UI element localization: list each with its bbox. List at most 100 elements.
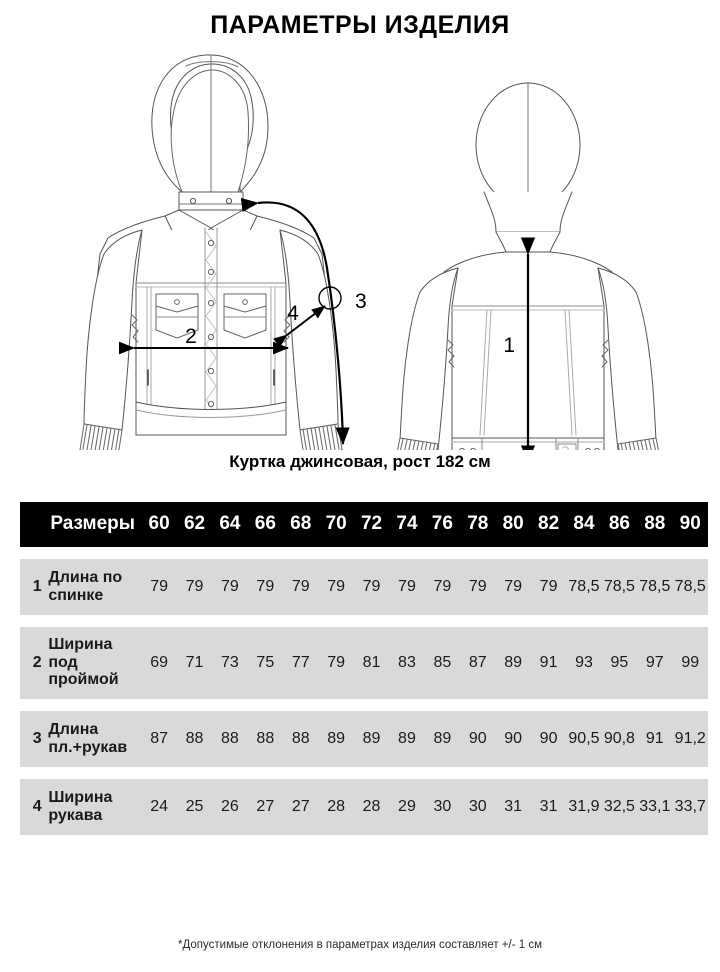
size-header-cell: 64 (212, 501, 248, 547)
row-label: Длина пл.+рукав (48, 710, 142, 767)
measurement-cell: 79 (495, 558, 531, 615)
size-table-header-row: Размеры 60 62 64 66 68 70 72 74 76 78 80… (20, 501, 708, 547)
measurement-cell: 73 (212, 626, 248, 699)
size-header-cell: 88 (637, 501, 673, 547)
row-label: Ширина под проймой (48, 626, 142, 699)
footnote-text: *Допустимые отклонения в параметрах изде… (178, 939, 542, 951)
size-table-container: Размеры 60 62 64 66 68 70 72 74 76 78 80… (20, 490, 708, 847)
measurement-cell: 79 (141, 558, 177, 615)
size-header-cell: 90 (672, 501, 708, 547)
measurement-cell: 27 (283, 778, 319, 835)
measurement-cell: 30 (460, 778, 496, 835)
measurement-cell: 29 (389, 778, 425, 835)
measurement-cell: 89 (424, 710, 461, 767)
measurement-cell: 79 (283, 558, 319, 615)
measurement-cell: 91,2 (672, 710, 708, 767)
measurement-cell: 79 (247, 558, 284, 615)
table-row: 4 Ширина рукава 24 25 26 27 27 28 28 29 … (20, 778, 708, 835)
measurement-cell: 88 (283, 710, 319, 767)
size-header-cell: 74 (389, 501, 425, 547)
measurement-cell: 26 (212, 778, 248, 835)
measurement-cell: 83 (389, 626, 425, 699)
measurement-cell: 33,7 (672, 778, 708, 835)
measurement-cell: 81 (353, 626, 390, 699)
measurement-cell: 93 (566, 626, 602, 699)
size-header-cell: 78 (460, 501, 496, 547)
measurement-cell: 90 (530, 710, 567, 767)
size-header-cell: 68 (283, 501, 319, 547)
measurement-cell: 95 (601, 626, 638, 699)
measurement-cell: 97 (637, 626, 673, 699)
measurement-cell: 27 (247, 778, 284, 835)
dimension-arrow-1: 1 (503, 237, 536, 450)
table-row: 2 Ширина под проймой 69 71 73 75 77 79 8… (20, 626, 708, 699)
measurement-cell: 87 (141, 710, 177, 767)
measurement-cell: 25 (176, 778, 213, 835)
size-header-cell: 70 (318, 501, 354, 547)
dimension-label-3: 3 (355, 290, 367, 313)
measurement-cell: 31 (530, 778, 567, 835)
row-label: Ширина рукава (48, 778, 142, 835)
table-row: 1 Длина по спинке 79 79 79 79 79 79 79 7… (20, 558, 708, 615)
measurement-cell: 90,8 (601, 710, 638, 767)
row-index: 3 (20, 710, 49, 767)
measurement-cell: 79 (212, 558, 248, 615)
size-header-cell: 82 (530, 501, 567, 547)
measurement-cell: 79 (460, 558, 496, 615)
measurement-cell: 77 (283, 626, 319, 699)
measurement-cell: 79 (318, 626, 354, 699)
size-header-cell: 84 (566, 501, 602, 547)
size-header-cell: 72 (353, 501, 390, 547)
measurement-cell: 75 (247, 626, 284, 699)
jacket-front-view (79, 54, 343, 450)
measurement-cell: 71 (176, 626, 213, 699)
size-table: Размеры 60 62 64 66 68 70 72 74 76 78 80… (20, 490, 708, 847)
measurement-cell: 89 (389, 710, 425, 767)
measurement-cell: 28 (318, 778, 354, 835)
measurement-cell: 78,5 (566, 558, 602, 615)
measurement-cell: 90,5 (566, 710, 602, 767)
measurement-cell: 85 (424, 626, 461, 699)
measurement-cell: 91 (530, 626, 567, 699)
measurement-cell: 99 (672, 626, 708, 699)
measurement-cell: 78,5 (601, 558, 638, 615)
measurement-cell: 88 (212, 710, 248, 767)
measurement-cell: 28 (353, 778, 390, 835)
dimension-arrow-3: 3 (240, 197, 367, 445)
product-technical-drawing: 2 3 4 1 (79, 54, 659, 450)
size-header-cell: 80 (495, 501, 531, 547)
size-header-cell: 60 (141, 501, 177, 547)
measurement-cell: 69 (141, 626, 177, 699)
measurement-cell: 89 (318, 710, 354, 767)
table-row: 3 Длина пл.+рукав 87 88 88 88 88 89 89 8… (20, 710, 708, 767)
size-header-cell: 76 (424, 501, 461, 547)
measurement-cell: 79 (530, 558, 567, 615)
dimension-arrow-4: 4 (273, 302, 326, 347)
row-index: 2 (20, 626, 49, 699)
size-header-cell: 86 (601, 501, 638, 547)
size-header-cell: 66 (247, 501, 284, 547)
measurement-cell: 30 (424, 778, 461, 835)
measurement-cell: 89 (353, 710, 390, 767)
measurement-cell: 24 (141, 778, 177, 835)
measurement-cell: 90 (495, 710, 531, 767)
measurement-cell: 79 (424, 558, 461, 615)
product-subtitle: Куртка джинсовая, рост 182 см (229, 451, 491, 471)
dimension-label-1: 1 (503, 334, 515, 357)
measurement-cell: 31,9 (566, 778, 602, 835)
row-index: 1 (20, 558, 49, 615)
measurement-cell: 79 (389, 558, 425, 615)
size-header-cell: 62 (176, 501, 213, 547)
measurement-cell: 91 (637, 710, 673, 767)
measurement-cell: 31 (495, 778, 531, 835)
measurement-cell: 32,5 (601, 778, 638, 835)
measurement-cell: 89 (495, 626, 531, 699)
measurement-cell: 88 (176, 710, 213, 767)
measurement-cell: 90 (460, 710, 496, 767)
dimension-label-2: 2 (185, 325, 197, 348)
header-label-cell: Размеры (48, 501, 142, 547)
dimension-label-4: 4 (287, 302, 299, 325)
header-index-cell (20, 501, 49, 547)
measurement-cell: 87 (460, 626, 496, 699)
size-table-body: Размеры 60 62 64 66 68 70 72 74 76 78 80… (20, 501, 708, 835)
